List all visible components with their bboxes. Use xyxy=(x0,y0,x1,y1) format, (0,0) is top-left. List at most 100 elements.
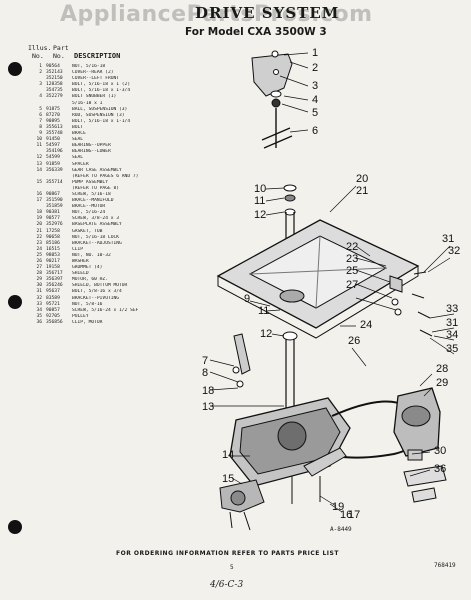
part-description: CLIP xyxy=(72,246,84,252)
part-number: 355748 xyxy=(46,131,63,137)
illus-number: 11 xyxy=(36,143,42,149)
ordering-footer: FOR ORDERING INFORMATION REFER TO PARTS … xyxy=(116,550,339,557)
binder-hole xyxy=(8,62,22,76)
part-description: 5/16-18 x 1 xyxy=(72,100,103,106)
callout-number: 1 xyxy=(312,47,318,59)
part-number: 90577 xyxy=(46,216,60,222)
part-description: BOLT, 5/16-18 x 1-3/4 xyxy=(72,88,131,94)
illus-number: 29 xyxy=(36,277,42,283)
part-number: 90895 xyxy=(46,118,60,124)
part-description: SEAL xyxy=(72,137,84,143)
suspension-rod-part xyxy=(261,108,293,149)
illus-number: 4 xyxy=(39,94,42,100)
part-number: 352976 xyxy=(46,222,63,228)
part-number: 90381 xyxy=(46,210,60,216)
illus-number: 30 xyxy=(36,283,42,289)
callout-number: 35 xyxy=(446,343,458,355)
part-number: 87270 xyxy=(46,112,60,118)
callout-number: 22 xyxy=(346,241,358,253)
illus-number: 36 xyxy=(36,319,42,325)
header-no: No. xyxy=(32,52,44,60)
document-number: 768419 xyxy=(434,562,456,569)
part-number: 16515 xyxy=(46,246,60,252)
part-description: SCREW, 5/16-18 xyxy=(72,191,111,197)
illus-number: 22 xyxy=(36,234,42,240)
illus-number: 8 xyxy=(39,124,42,130)
part-description: NUT, 5/16-24 xyxy=(72,210,106,216)
callout-number: 27 xyxy=(346,279,358,291)
callout-number: 12 xyxy=(254,209,266,221)
illus-number: 35 xyxy=(36,313,42,319)
part-description: GEAR CASE ASSEMBLY xyxy=(72,167,122,173)
part-number: 356717 xyxy=(46,271,63,277)
parts-row: 6 87270 ROD, SUSPENSION (3) xyxy=(28,113,198,119)
illus-number: 7 xyxy=(39,118,42,124)
part-description: NUT, 5/16-18 LOCK xyxy=(72,234,120,240)
part-description: SEAL xyxy=(72,155,84,161)
callout-number: 25 xyxy=(346,265,358,277)
part-description: BRACKET--PIVOTING xyxy=(72,295,120,301)
illus-number: 34 xyxy=(36,307,42,313)
part-description: SCREW, 3/8-24 x 3 xyxy=(72,216,120,222)
part-description: SCREW, 5/16-24 x 1/2 SEF xyxy=(72,307,139,313)
callout-number: 5 xyxy=(312,107,318,119)
callout-number: 20 xyxy=(356,173,368,185)
illus-number: 12 xyxy=(36,155,42,161)
illus-number: 3 xyxy=(39,82,42,88)
part-description: BALL, SUSPENSION (3) xyxy=(72,106,128,112)
part-number: 95637 xyxy=(46,289,60,295)
part-number: 17258 xyxy=(46,228,60,234)
part-description: BOLT, 5/16-18 x 1 (2) xyxy=(72,82,131,88)
part-description: ROD, SUSPENSION (3) xyxy=(72,112,125,118)
callout-number: 7 xyxy=(202,355,208,367)
part-number: 356397 xyxy=(46,277,63,283)
callout-number: 36 xyxy=(434,463,446,475)
part-description: BRACE--MANIFOLD xyxy=(72,198,114,204)
illus-number: 26 xyxy=(36,259,42,264)
part-description: NUT, 5/8-16 xyxy=(72,301,103,307)
part-number: 90564 xyxy=(46,64,60,69)
callout-number: 26 xyxy=(348,335,360,347)
part-description: COVER--LEFT FRONT xyxy=(72,76,120,82)
illus-number: 17 xyxy=(36,198,42,204)
illus-number: 15 xyxy=(36,179,42,185)
illus-number: 21 xyxy=(36,228,42,234)
part-number: 91859 xyxy=(46,161,60,167)
part-description: BRACE--MOTOR xyxy=(72,204,106,210)
parts-row: 21 17258 GASKET, TUB xyxy=(28,229,198,235)
header-no: No. xyxy=(53,52,65,60)
part-number: 354196 xyxy=(46,149,63,155)
handwritten-note: 4/6-C-3 xyxy=(210,580,244,590)
callout-number: 11 xyxy=(254,195,265,207)
callout-number: 23 xyxy=(346,253,358,265)
part-number: 356339 xyxy=(46,167,63,173)
part-description: (REFER TO PAGES 6 AND 7) xyxy=(72,173,139,179)
part-description: GASKET, TUB xyxy=(72,228,103,234)
illus-number: 23 xyxy=(36,240,42,246)
model-subtitle: For Model CXA 3500W 3 xyxy=(185,26,327,38)
part-number: 90867 xyxy=(46,191,60,197)
illus-number: 6 xyxy=(39,112,42,118)
callout-layer: 1234561011122021222325273132333134359112… xyxy=(202,47,460,521)
exploded-diagram: 1234561011122021222325273132333134359112… xyxy=(202,47,460,531)
part-number: 92705 xyxy=(46,313,60,319)
callout-number: 16 xyxy=(340,509,352,521)
part-description: GROMMET (4) xyxy=(72,265,103,271)
illus-number: 28 xyxy=(36,271,42,277)
